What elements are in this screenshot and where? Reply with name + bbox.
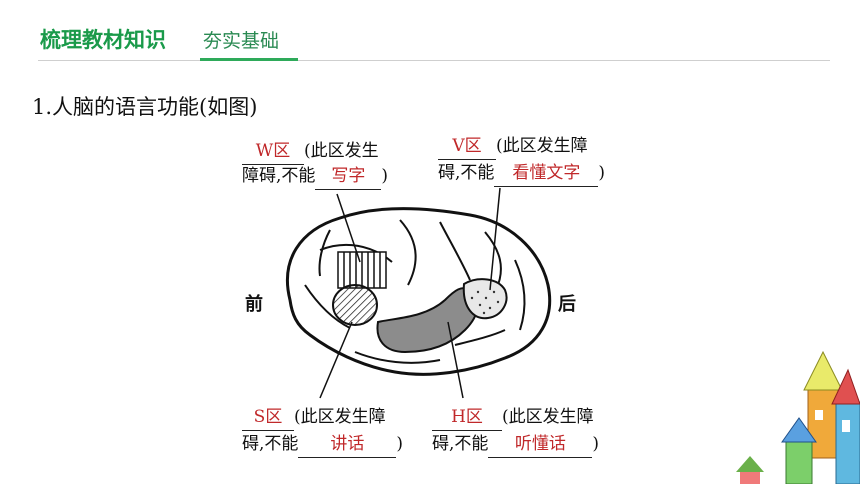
brain-outline [285, 207, 552, 376]
s-area [332, 284, 378, 326]
header: 梳理教材知识 夯实基础 [0, 0, 860, 62]
w-label-line2: 障碍,不能写字) [242, 163, 388, 190]
s-label-line2: 碍,不能讲话) [242, 431, 403, 458]
front-label: 前 [245, 294, 263, 315]
header-accent-bar [200, 58, 298, 61]
w-area [337, 251, 387, 289]
w-leader [336, 193, 361, 263]
v-area-name: V区 [438, 133, 496, 160]
h-area-name: H区 [432, 404, 502, 431]
h-answer: 听懂话 [488, 431, 593, 458]
v-label-line2: 碍,不能看懂文字) [438, 160, 605, 187]
section-subtitle: 夯实基础 [203, 30, 280, 52]
h-label-line1: H区(此区发生障 [432, 404, 594, 431]
h-label-line2: 碍,不能听懂话) [432, 431, 599, 458]
section-title: 梳理教材知识 [40, 28, 166, 52]
s-leader [319, 321, 353, 399]
s-label-line1: S区(此区发生障 [242, 404, 386, 431]
w-answer: 写字 [315, 163, 382, 190]
s-answer: 讲话 [298, 431, 397, 458]
w-label-line1: W区(此区发生 [242, 138, 379, 165]
v-label-line1: V区(此区发生障 [438, 133, 588, 160]
h-leader [447, 321, 464, 399]
back-label: 后 [558, 294, 576, 315]
v-leader [489, 187, 501, 291]
s-area-name: S区 [242, 404, 294, 431]
header-divider [38, 60, 830, 61]
question-heading: 1.人脑的语言功能(如图) [32, 95, 258, 119]
w-area-name: W区 [242, 138, 304, 165]
v-answer: 看懂文字 [494, 160, 599, 187]
